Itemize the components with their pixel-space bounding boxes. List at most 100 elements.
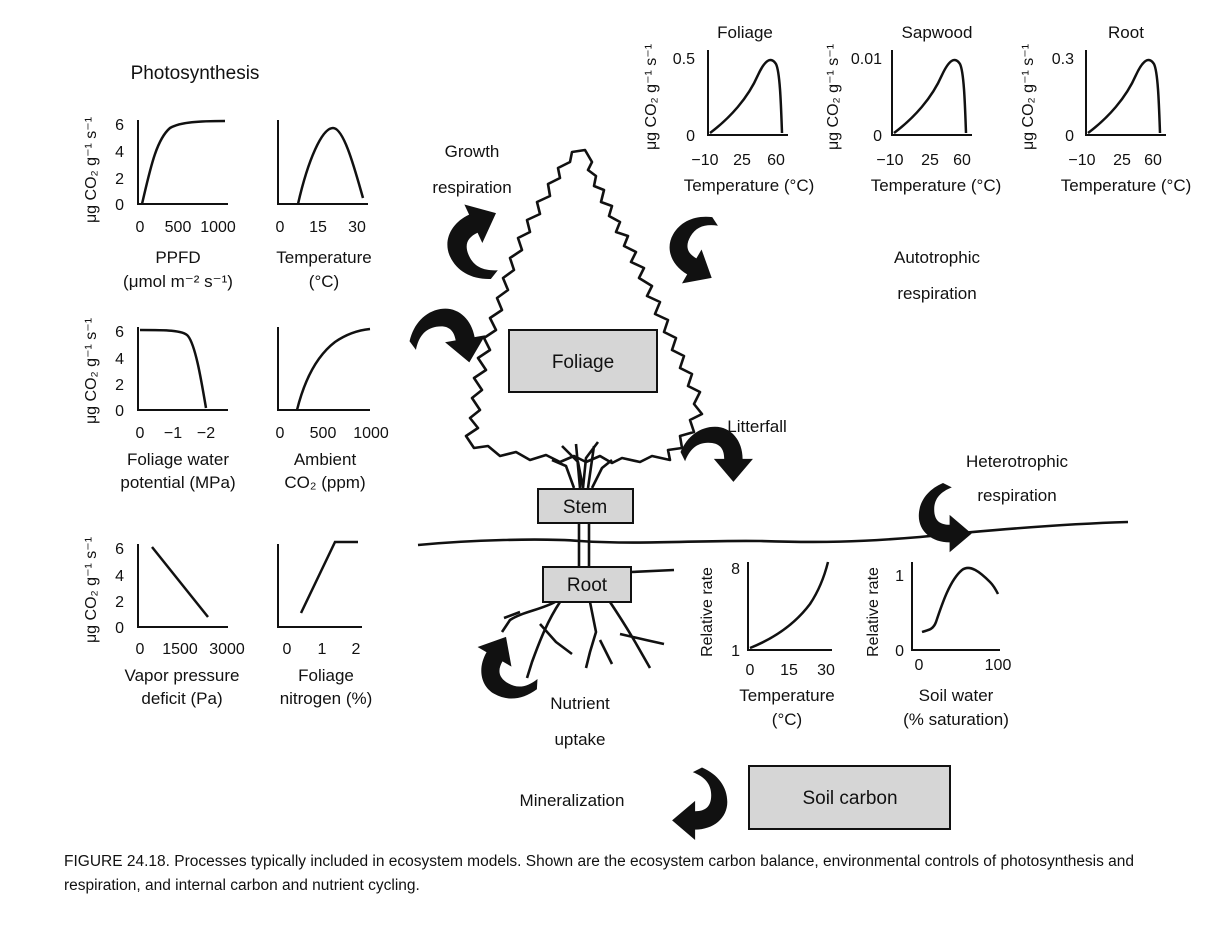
vpd-ytick: 6 — [115, 541, 124, 558]
root-box — [542, 566, 632, 603]
temperature-xlabel: Temperature — [276, 248, 371, 267]
water-potential-xlabel: Foliage water — [127, 450, 229, 469]
photosynthesis-section: Photosynthesis μg CO₂ g⁻¹ s⁻¹ μg CO₂ g⁻¹… — [83, 63, 389, 708]
tree-trunk — [577, 523, 591, 566]
ambient-co2-xlabel: CO₂ (ppm) — [284, 473, 365, 492]
sapwood-resp-xlabel: Temperature (°C) — [871, 176, 1002, 195]
root-box-label: Root — [567, 575, 608, 596]
root-resp-ymax: 0.3 — [1052, 51, 1074, 68]
mineralization-arrow — [672, 767, 728, 840]
hetero-water-xtick: 100 — [985, 657, 1012, 674]
foliage-box — [508, 329, 658, 393]
water-potential-axes — [137, 327, 228, 411]
hetero-temp-xlabel: Temperature — [739, 686, 834, 705]
vpd-xtick: 3000 — [209, 641, 245, 658]
nitrogen-xtick: 1 — [318, 641, 327, 658]
ppfd-ytick: 2 — [115, 171, 124, 188]
ambient-co2-curve — [295, 327, 371, 411]
temperature-panel: 0 15 30 Temperature (°C) — [276, 120, 372, 291]
photo-ylabel-row2: μg CO₂ g⁻¹ s⁻¹ — [83, 318, 100, 424]
temperature-xtick: 15 — [309, 219, 327, 236]
vpd-xtick: 1500 — [162, 641, 198, 658]
foliage-resp-ylabel: μg CO₂ g⁻¹ s⁻¹ — [643, 44, 660, 150]
tree-branches — [551, 441, 613, 489]
vpd-panel: 6 4 2 0 0 1500 3000 Vapor pressure defic… — [115, 541, 245, 708]
nitrogen-curve — [299, 540, 358, 614]
hetero-water-xtick: 0 — [915, 657, 924, 674]
root-resp-xtick: 25 — [1113, 152, 1131, 169]
foliage-resp-axes — [707, 50, 788, 136]
ambient-co2-xtick: 0 — [276, 425, 285, 442]
photosynthesis-uptake-arrow — [404, 302, 490, 372]
water-potential-curve — [139, 328, 208, 409]
litterfall-label: Litterfall — [727, 417, 787, 436]
ppfd-ytick: 4 — [115, 144, 124, 161]
hetero-temp-axes — [747, 562, 832, 651]
root-respiration-panel: Root μg CO₂ g⁻¹ s⁻¹ 0.3 0 −10 25 60 Temp… — [1020, 23, 1191, 195]
vpd-ytick: 4 — [115, 568, 124, 585]
nutrient-uptake-arrow — [461, 627, 552, 712]
nitrogen-axes — [277, 544, 362, 628]
hetero-temp-curve — [749, 561, 830, 650]
ambient-co2-xlabel: Ambient — [294, 450, 357, 469]
hetero-temp-xtick: 0 — [746, 662, 755, 679]
temperature-xtick: 0 — [276, 219, 285, 236]
photo-ylabel-row3: μg CO₂ g⁻¹ s⁻¹ — [83, 537, 100, 643]
water-potential-xtick: −1 — [164, 425, 182, 442]
sapwood-resp-ymax: 0.01 — [851, 51, 882, 68]
hetero-temp-xtick: 30 — [817, 662, 835, 679]
root-resp-xtick: −10 — [1068, 152, 1095, 169]
hetero-temperature-panel: Relative rate 8 1 0 15 30 Temperature (°… — [699, 561, 835, 729]
ppfd-xtick: 500 — [165, 219, 192, 236]
autotrophic-section: Foliage μg CO₂ g⁻¹ s⁻¹ 0.5 0 −10 25 60 T… — [643, 23, 1191, 303]
hetero-water-ylabel: Relative rate — [865, 567, 882, 657]
soil-carbon-box — [748, 765, 951, 830]
root-resp-xlabel: Temperature (°C) — [1061, 176, 1192, 195]
hetero-water-axes — [911, 562, 1000, 651]
root-resp-ymin: 0 — [1065, 128, 1074, 145]
water-potential-ytick: 2 — [115, 377, 124, 394]
ambient-co2-xtick: 500 — [310, 425, 337, 442]
sapwood-resp-xtick: 25 — [921, 152, 939, 169]
sapwood-resp-xtick: −10 — [876, 152, 903, 169]
vpd-xtick: 0 — [136, 641, 145, 658]
stem-box — [537, 488, 634, 524]
nitrogen-xlabel: nitrogen (%) — [280, 689, 373, 708]
autotrophic-label: Autotrophic — [894, 248, 980, 267]
tree-roots — [500, 568, 675, 679]
ppfd-xtick: 1000 — [200, 219, 236, 236]
sapwood-resp-xtick: 60 — [953, 152, 971, 169]
foliage-box-label: Foliage — [552, 352, 614, 373]
temperature-curve — [296, 126, 365, 205]
ppfd-xlabel: PPFD — [155, 248, 200, 267]
foliage-respiration-panel: Foliage μg CO₂ g⁻¹ s⁻¹ 0.5 0 −10 25 60 T… — [643, 23, 814, 195]
vpd-ytick: 2 — [115, 594, 124, 611]
nutrient-uptake-label: Nutrient — [550, 694, 610, 713]
figure-caption: FIGURE 24.18. Processes typically includ… — [64, 853, 1135, 894]
ppfd-ytick: 0 — [115, 197, 124, 214]
water-potential-ytick: 4 — [115, 351, 124, 368]
water-potential-xtick: 0 — [136, 425, 145, 442]
foliage-resp-xtick: 25 — [733, 152, 751, 169]
ambient-co2-panel: 0 500 1000 Ambient CO₂ (ppm) — [276, 327, 389, 492]
vpd-curve — [151, 546, 209, 618]
sapwood-resp-curve — [893, 58, 968, 134]
vpd-ytick: 0 — [115, 620, 124, 637]
tree-crown-outline — [464, 148, 704, 465]
water-potential-ytick: 6 — [115, 324, 124, 341]
sapwood-resp-title: Sapwood — [902, 23, 973, 42]
growth-respiration-label: Growth — [445, 142, 500, 161]
ground-line — [417, 520, 1129, 547]
hetero-temp-ytick: 8 — [731, 561, 740, 578]
root-resp-ylabel: μg CO₂ g⁻¹ s⁻¹ — [1020, 44, 1037, 150]
autotrophic-label: respiration — [897, 284, 976, 303]
heterotrophic-respiration-arrow — [918, 483, 972, 553]
hetero-temp-ylabel: Relative rate — [699, 567, 716, 657]
stem-box-label: Stem — [563, 497, 607, 518]
growth-respiration-arrow-right — [654, 204, 739, 295]
heterotrophic-label: respiration — [977, 486, 1056, 505]
photo-ylabel-row1: μg CO₂ g⁻¹ s⁻¹ — [83, 117, 100, 223]
sapwood-resp-axes — [891, 50, 972, 136]
ppfd-panel: 6 4 2 0 0 500 1000 PPFD (μmol m⁻² s⁻¹) — [115, 117, 236, 291]
